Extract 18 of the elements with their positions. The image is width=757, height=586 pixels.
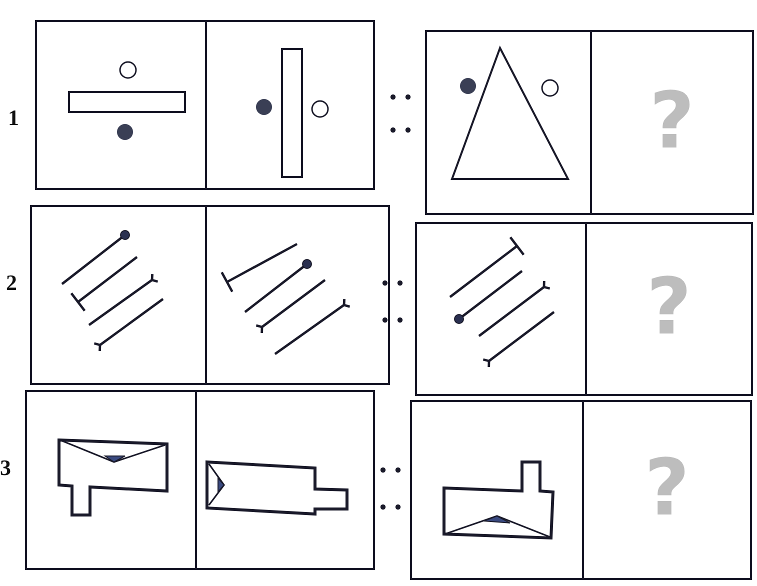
question-mark: ? xyxy=(649,82,695,160)
answer-panel xyxy=(585,222,753,396)
figure-panel xyxy=(25,390,197,570)
figure-panel xyxy=(205,205,390,385)
figure-panel xyxy=(415,222,587,396)
row-number: 1 xyxy=(8,105,19,131)
figure-panel xyxy=(410,400,584,580)
answer-panel xyxy=(590,30,754,215)
row-number: 2 xyxy=(6,270,17,296)
figure-panel xyxy=(425,30,592,215)
answer-panel xyxy=(582,400,752,580)
figure-panel xyxy=(195,390,375,570)
figure-panel xyxy=(30,205,207,385)
question-mark: ? xyxy=(646,268,692,346)
figure-panel xyxy=(35,20,207,190)
question-mark: ? xyxy=(644,449,690,528)
figure-panel xyxy=(205,20,375,190)
row-number: 3 xyxy=(0,455,11,481)
